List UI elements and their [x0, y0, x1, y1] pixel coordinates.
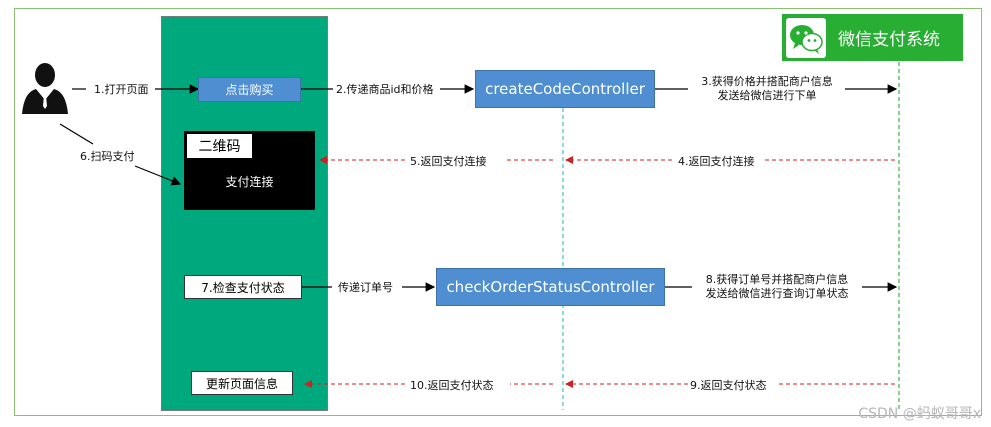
step-6-label: 6.扫码支付: [80, 150, 135, 163]
step-3-label: 3.获得价格并搭配商户信息 发送给微信进行下单: [686, 75, 848, 103]
step-8-line-1: 8.获得订单号并搭配商户信息: [705, 273, 849, 286]
step-3-line-1: 3.获得价格并搭配商户信息: [701, 75, 833, 88]
qr-payment-link: 支付连接: [225, 175, 274, 189]
check-order-status-controller-label: checkOrderStatusController: [446, 278, 655, 296]
order-number-label: 传递订单号: [338, 281, 393, 294]
qr-title: 二维码: [187, 134, 252, 158]
step-1-label: 1.打开页面: [94, 83, 149, 96]
check-status-label: 7.检查支付状态: [201, 280, 285, 295]
check-order-status-controller: checkOrderStatusController: [436, 268, 665, 306]
step-8-label: 8.获得订单号并搭配商户信息 发送给微信进行查询订单状态: [688, 273, 866, 301]
step-8-line-2: 发送给微信进行查询订单状态: [705, 287, 849, 300]
wechat-title: 微信支付系统: [838, 30, 940, 50]
diagram-frame: [14, 8, 982, 416]
step-2-label: 2.传递商品id和价格: [336, 83, 434, 96]
user-icon: [22, 63, 68, 114]
update-page-button[interactable]: 更新页面信息: [191, 371, 293, 395]
wechat-pay-system: 微信支付系统: [782, 14, 963, 61]
buy-button-label: 点击购买: [225, 83, 274, 97]
step-10-label: 10.返回支付状态: [410, 379, 494, 392]
wechat-icon: [786, 17, 826, 58]
step-3-line-2: 发送给微信进行下单: [717, 89, 817, 102]
step-5-label: 5.返回支付连接: [410, 155, 487, 168]
update-page-label: 更新页面信息: [205, 376, 278, 391]
watermark: CSDN @蚂蚁哥哥x: [858, 406, 981, 422]
step-4-label: 4.返回支付连接: [678, 155, 755, 168]
create-code-controller: createCodeController: [475, 70, 655, 108]
check-status-button[interactable]: 7.检查支付状态: [184, 275, 302, 299]
step-9-label: 9.返回支付状态: [690, 379, 767, 392]
buy-button[interactable]: 点击购买: [198, 77, 301, 102]
create-code-controller-label: createCodeController: [485, 80, 645, 98]
